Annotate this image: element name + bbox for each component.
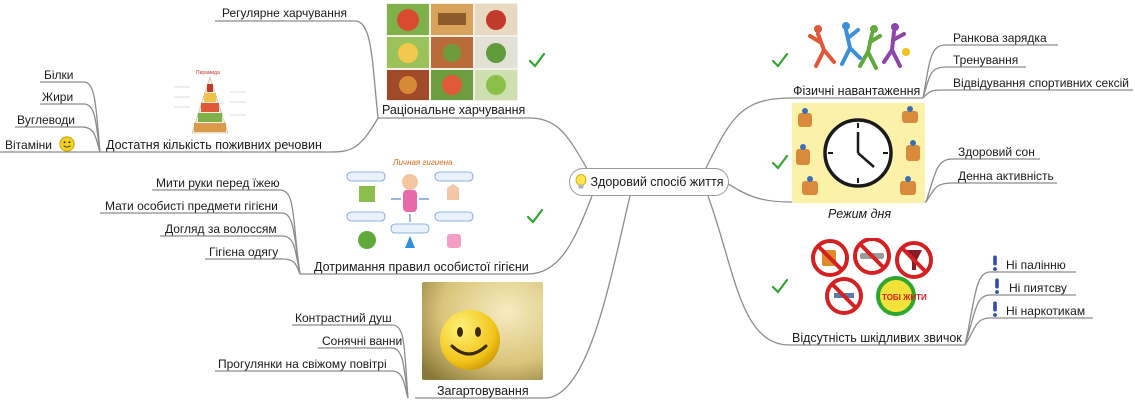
link-daily-activity [925,182,1057,203]
link-sports-sections [922,89,1133,99]
leaf-morning-exercise[interactable]: Ранкова зарядка [953,31,1047,45]
smiley-sun-picture [422,282,543,380]
leaf-healthy-sleep[interactable]: Здоровий сон [958,145,1035,159]
subbranch-nutrients[interactable]: Достатня кількість поживних речовин [106,138,322,152]
leaf-no-smoking[interactable]: Ні палінню [1006,258,1066,272]
link-physical [704,97,923,171]
food-pyramid-picture: Пирамида [170,67,250,137]
sports-silhouettes-picture [806,22,912,80]
link-regular-meals [215,20,379,119]
food-photos-picture [386,3,518,101]
branch-nutrition[interactable]: Раціональне харчування [382,103,526,117]
branch-physical[interactable]: Фізичні навантаження [793,84,921,98]
link-nutrients [100,117,379,153]
smiley-icon [59,136,75,152]
daily-routine-clock-picture [792,103,925,203]
leaf-hair-care[interactable]: Догляд за волоссям [165,222,277,236]
leaf-sun-baths[interactable]: Сонячні ванни [322,334,403,348]
center-node[interactable]: Здоровий спосіб життя [569,168,729,196]
link-no-smoking [964,271,1076,346]
check-mark-icon [771,278,789,294]
link-hair-care [160,235,301,275]
leaf-walks[interactable]: Прогулянки на свіжому повітрі [218,357,387,371]
hygiene-picture-caption: Личная гигиена [392,158,453,167]
check-mark-icon [771,52,789,68]
link-hardening [415,195,631,399]
link-habits [707,195,965,346]
check-mark-icon [528,52,546,68]
exclamation-icon [993,301,997,317]
link-carbs [15,126,101,153]
leaf-training[interactable]: Тренування [953,53,1019,67]
leaf-own-items[interactable]: Мати особисті предмети гігієни [105,199,278,213]
exclamation-icon [993,255,997,271]
leaf-regular-meals[interactable]: Регулярне харчування [222,6,347,20]
link-walks [215,370,409,399]
check-mark-icon [771,154,789,170]
personal-hygiene-picture: Личная гигиена [343,154,477,258]
leaf-carbs[interactable]: Вуглеводи [17,113,76,127]
link-fats [40,103,101,153]
link-clothing-hygiene [205,258,301,275]
leaf-no-drugs[interactable]: Ні наркотикам [1006,304,1086,318]
no-bad-habits-picture: ТОБІ ЖИТИ [810,238,937,318]
svg-text:Пирамида: Пирамида [196,70,220,76]
link-no-drugs [964,317,1093,346]
link-training [922,66,1026,99]
link-sun-baths [318,347,409,399]
leaf-clothing-hygiene[interactable]: Гігієна одягу [209,245,279,259]
link-contrast-shower [292,324,409,399]
branch-habits[interactable]: Відсутність шкідливих звичок [792,331,962,345]
link-morning-exercise [922,44,1058,99]
leaf-sports-sections[interactable]: Відвідування спортивних сексій [953,76,1129,90]
leaf-wash-hands[interactable]: Мити руки перед їжею [156,176,280,190]
leaf-contrast-shower[interactable]: Контрастний душ [295,311,392,325]
branch-hardening[interactable]: Загартовування [437,384,529,398]
link-nutrition [378,117,590,173]
link-healthy-sleep [925,158,1040,203]
branch-hygiene[interactable]: Дотримання правил особистої гігієни [314,260,529,274]
exclamation-icon [995,278,999,294]
link-no-drinking [964,294,1076,346]
check-mark-icon [526,208,544,224]
link-hygiene [300,195,593,275]
branch-regime[interactable]: Режим дня [828,207,892,221]
lightbulb-icon [575,174,586,189]
leaf-vitamins[interactable]: Вітаміни [5,138,52,152]
leaf-proteins[interactable]: Білки [44,68,74,82]
leaf-daily-activity[interactable]: Денна активність [958,169,1054,183]
habits-sign-text: ТОБІ ЖИТИ [882,293,927,302]
center-label: Здоровий спосіб життя [590,175,724,189]
leaf-no-drinking[interactable]: Ні пиятсву [1009,281,1067,295]
leaf-fats[interactable]: Жири [42,90,74,104]
